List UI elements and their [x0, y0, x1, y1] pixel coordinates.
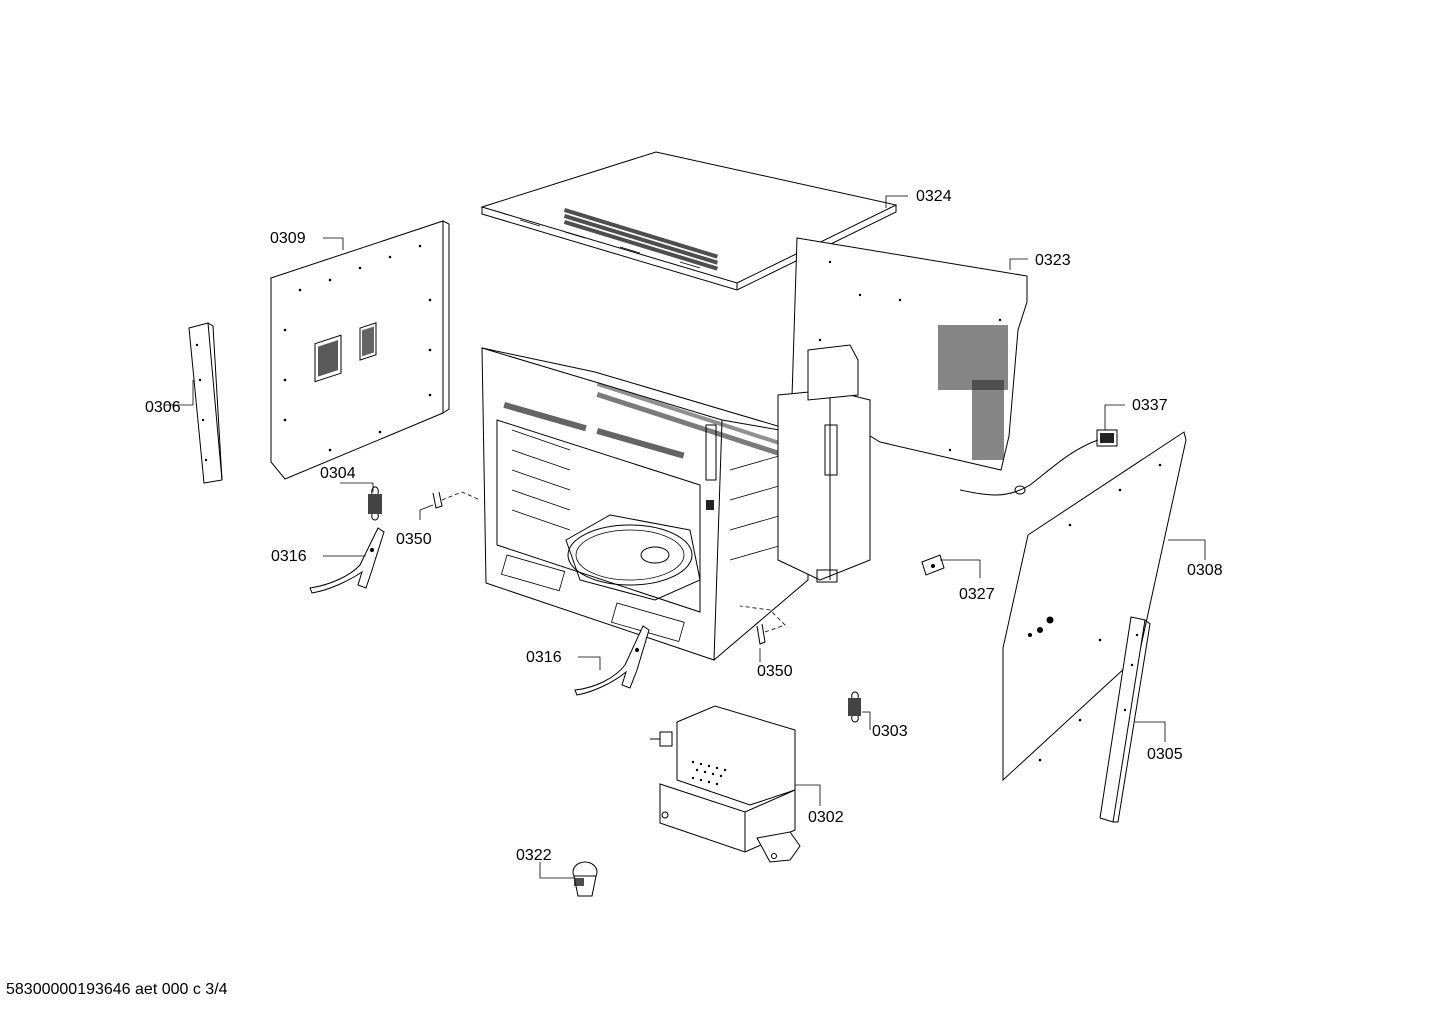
part-0324-top-cover — [480, 151, 898, 291]
label-0305: 0305 — [1147, 746, 1183, 763]
part-0304-spring — [368, 486, 382, 521]
document-reference: 58300000193646 aet 000 c 3/4 — [6, 981, 228, 998]
oven-cavity-body — [481, 347, 809, 661]
part-0303-spring — [848, 691, 861, 723]
label-0316-left: 0316 — [271, 548, 307, 565]
label-0337: 0337 — [1132, 397, 1168, 414]
part-0316-hinge-left — [309, 527, 385, 594]
label-0350-upper: 0350 — [396, 531, 432, 548]
label-0302: 0302 — [808, 809, 844, 826]
label-0350-lower: 0350 — [757, 663, 793, 680]
part-0309-left-side-panel — [270, 220, 450, 480]
label-0308: 0308 — [1187, 562, 1223, 579]
part-labels: 0324 0309 0323 0306 0337 0304 0350 0316 … — [145, 188, 1223, 864]
label-0303: 0303 — [872, 723, 908, 740]
part-0322-thermostat — [572, 861, 598, 897]
label-0322: 0322 — [516, 847, 552, 864]
label-0327: 0327 — [959, 586, 995, 603]
part-0305-right-trim — [1099, 616, 1151, 823]
part-0302-magnetron — [650, 705, 801, 863]
label-0306: 0306 — [145, 399, 181, 416]
label-0324: 0324 — [916, 188, 952, 205]
part-0350-clip-lower — [739, 605, 786, 645]
label-0309: 0309 — [270, 230, 306, 247]
label-0323: 0323 — [1035, 252, 1071, 269]
label-0316-center: 0316 — [526, 649, 562, 666]
part-0306-left-trim — [188, 322, 223, 484]
waveguide-assembly — [777, 344, 871, 583]
part-0350-clip-upper — [432, 491, 481, 509]
part-0327-bracket — [921, 554, 945, 576]
part-0337-power-cord — [959, 429, 1118, 496]
part-0316-hinge-center — [574, 625, 650, 696]
leader-lines — [165, 195, 1206, 879]
label-0304: 0304 — [320, 465, 356, 482]
